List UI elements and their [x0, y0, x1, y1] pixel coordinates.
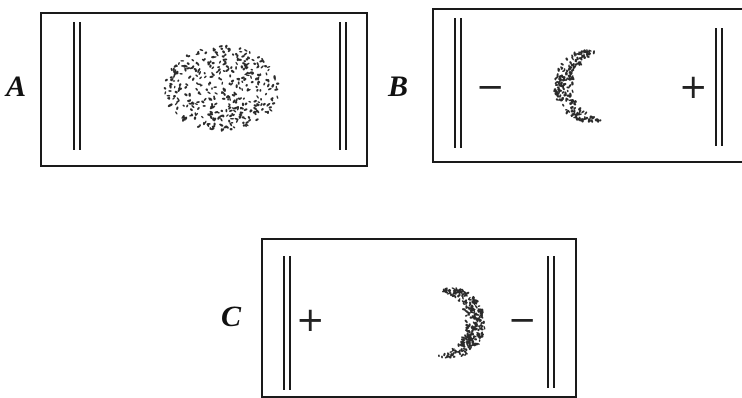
panel-b-right-electrode [716, 28, 722, 146]
panel-a-left-electrode [74, 22, 80, 150]
panel-b-crescent [553, 49, 602, 123]
panel-a-right-electrode [340, 22, 346, 150]
panel-a-particle-cloud [163, 44, 279, 131]
panel-c-crescent [438, 287, 486, 359]
panel-c-right-electrode [548, 256, 554, 388]
electrode-diagram [0, 0, 742, 390]
panel-b-left-electrode [455, 18, 461, 148]
panel-c-left-electrode [284, 256, 290, 390]
